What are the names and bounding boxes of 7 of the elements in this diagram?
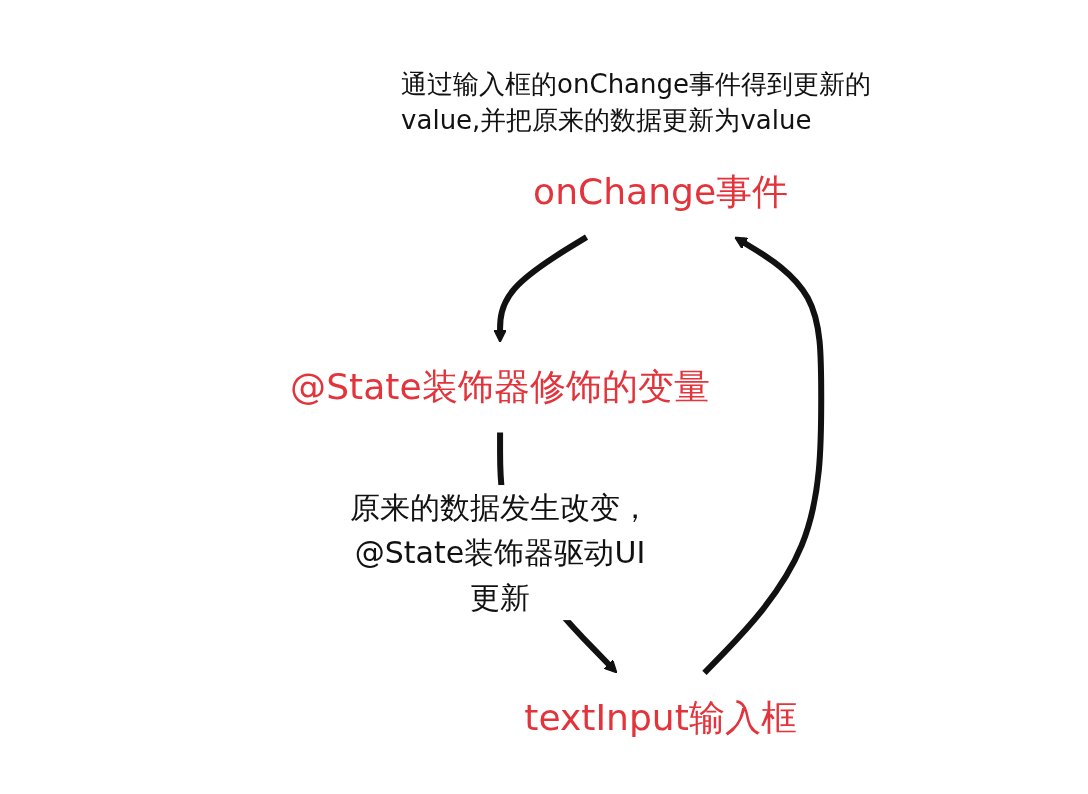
node-text: @State装饰器修饰的变量 [290, 366, 711, 409]
note-text: 通过输入框的onChange事件得到更新的value,并把原来的数据更新为value [401, 68, 873, 138]
arrow [702, 236, 825, 675]
node-text: onChange事件 [533, 171, 789, 214]
edge-label: 原来的数据发生改变，@State装饰器驱动UI更新 [350, 489, 651, 616]
arrow [493, 234, 589, 343]
node-text: textInput输入框 [524, 696, 798, 739]
